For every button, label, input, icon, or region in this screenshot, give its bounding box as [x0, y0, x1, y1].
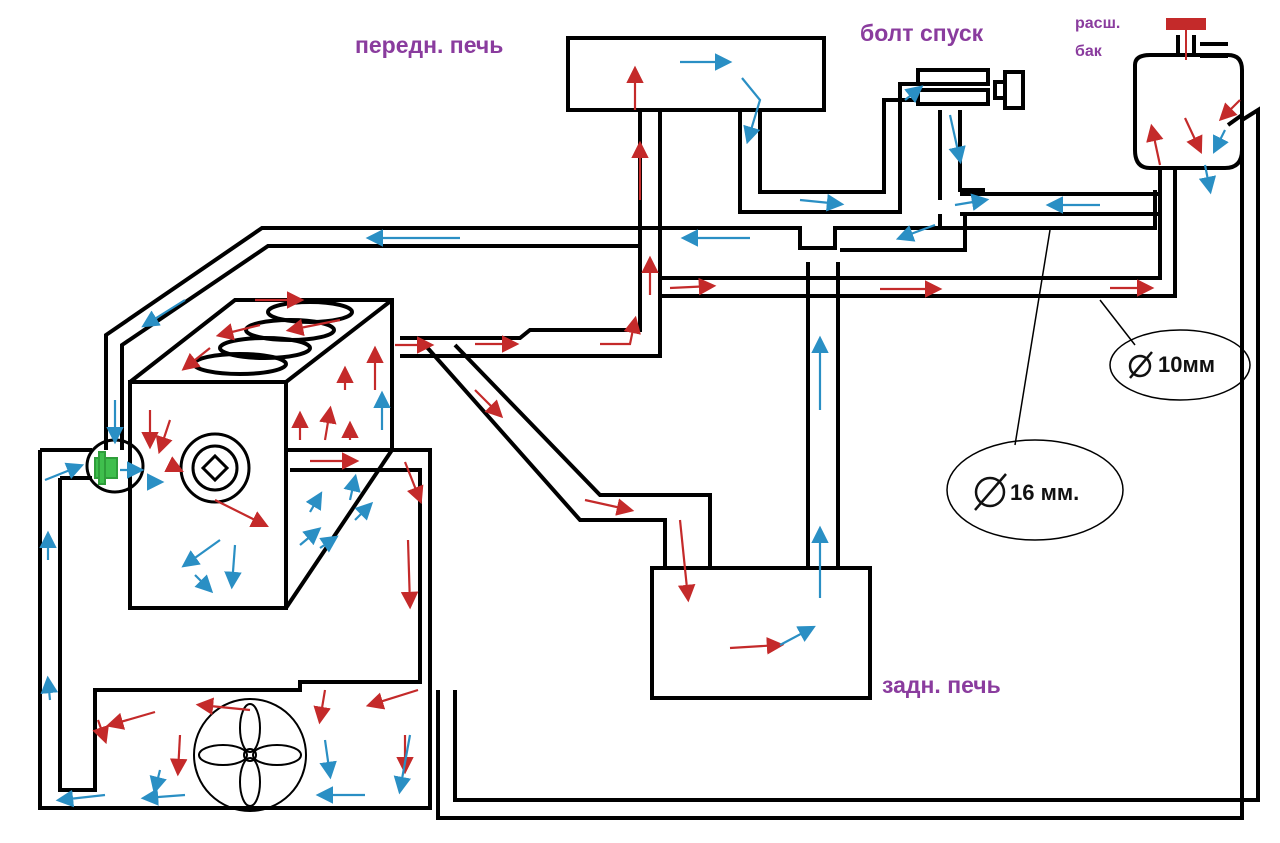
pipe-top-return: [104, 190, 1157, 450]
label-diameter-10: 10мм: [1158, 352, 1216, 377]
front-heater-box: [566, 36, 826, 112]
pipe-10mm-inner: [660, 170, 1177, 298]
label-bleed-bolt: болт спуск: [860, 20, 984, 46]
cold-flow-arrows: [39, 53, 1229, 808]
label-exp-tank-1: расш.: [1075, 15, 1121, 32]
diameter-icon: [974, 351, 1153, 511]
pipe-rear-diag: [423, 343, 667, 568]
engine-block: [128, 298, 394, 610]
pipe-engine-out: [400, 110, 642, 340]
pipe-rear-feed: [806, 262, 840, 568]
hot-flow-arrows: [92, 65, 1241, 777]
radiator-fan-icon: [193, 698, 307, 812]
label-diameter-16: 16 мм.: [1010, 480, 1080, 505]
callouts: [946, 229, 1251, 541]
pipes: [38, 36, 1260, 820]
water-pump-icon: [179, 432, 251, 504]
bleed-bolt: [916, 68, 990, 86]
label-rear-heater: задн. печь: [882, 672, 1001, 698]
label-front-heater: передн. печь: [355, 32, 504, 58]
pipe-top-return-inner: [120, 244, 640, 450]
thermostat-icon: [85, 438, 145, 494]
pipe-10mm-outer: [660, 170, 1162, 280]
rear-heater-box: [650, 566, 872, 700]
pipe-right-outer: [453, 106, 1260, 802]
label-exp-tank-2: бак: [1075, 43, 1102, 60]
expansion-tank: [1133, 18, 1244, 170]
